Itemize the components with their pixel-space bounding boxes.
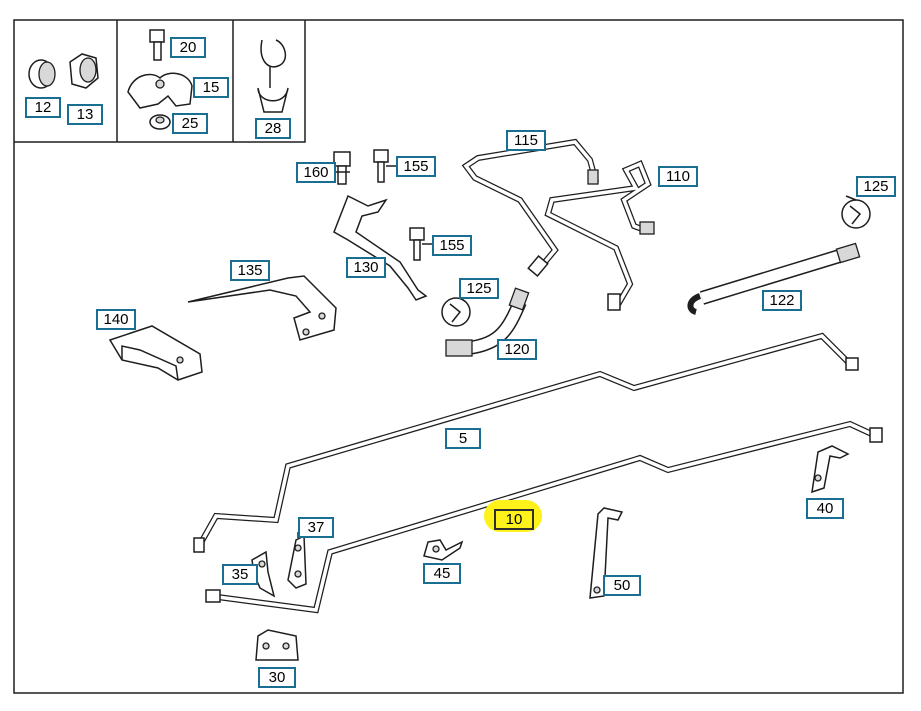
part-140-bracket[interactable] (108, 325, 203, 381)
callout-5[interactable]: 5 (445, 428, 481, 449)
part-125-wrench-symbol-left (441, 297, 471, 327)
callout-20[interactable]: 20 (170, 37, 206, 58)
callout-122[interactable]: 122 (762, 290, 802, 311)
callout-28[interactable]: 28 (255, 118, 291, 139)
part-10-pipe[interactable] (205, 420, 883, 614)
callout-10[interactable]: 10 (494, 509, 534, 530)
part-125-wrench-symbol-right (841, 199, 871, 229)
callout-115[interactable]: 115 (506, 130, 546, 151)
callout-15[interactable]: 15 (193, 77, 229, 98)
callout-50[interactable]: 50 (603, 575, 641, 596)
callout-155-lower[interactable]: 155 (432, 235, 472, 256)
part-30-bracket[interactable] (255, 629, 299, 661)
part-28-clip[interactable] (257, 39, 289, 113)
callout-37[interactable]: 37 (298, 517, 334, 538)
outer-frame (13, 19, 904, 694)
callout-110[interactable]: 110 (658, 166, 698, 187)
part-40-clip[interactable] (811, 445, 850, 494)
part-45-clip[interactable] (423, 539, 464, 561)
callout-135[interactable]: 135 (230, 260, 270, 281)
part-20-bolt[interactable] (149, 29, 165, 61)
part-25-washer[interactable] (149, 114, 171, 130)
part-122-hose[interactable] (687, 242, 861, 315)
part-160-bolt[interactable] (333, 151, 351, 185)
callout-25[interactable]: 25 (172, 113, 208, 134)
callout-30[interactable]: 30 (258, 667, 296, 688)
inset-frame (14, 20, 306, 143)
part-130-bracket[interactable] (333, 194, 428, 301)
part-12-grommet[interactable] (28, 59, 56, 89)
part-135-bracket[interactable] (187, 275, 337, 341)
callout-35[interactable]: 35 (222, 564, 258, 585)
callout-120[interactable]: 120 (497, 339, 537, 360)
part-13-nut[interactable] (69, 53, 99, 89)
part-110-pipe[interactable] (544, 160, 655, 311)
part-15-clamp[interactable] (127, 72, 193, 109)
part-120-hose[interactable] (445, 287, 530, 357)
part-155-bolt-lower[interactable] (409, 227, 425, 261)
part-37-bracket[interactable] (287, 534, 307, 589)
callout-13[interactable]: 13 (67, 104, 103, 125)
callout-45[interactable]: 45 (423, 563, 461, 584)
callout-160[interactable]: 160 (296, 162, 336, 183)
callout-40[interactable]: 40 (806, 498, 844, 519)
callout-125-left[interactable]: 125 (459, 278, 499, 299)
callout-140[interactable]: 140 (96, 309, 136, 330)
part-5-pipe[interactable] (193, 332, 859, 553)
part-115-pipe[interactable] (461, 138, 599, 278)
callout-125-right[interactable]: 125 (856, 176, 896, 197)
callout-12[interactable]: 12 (25, 97, 61, 118)
callout-130[interactable]: 130 (346, 257, 386, 278)
part-155-bolt-upper[interactable] (373, 149, 389, 183)
callout-155-upper[interactable]: 155 (396, 156, 436, 177)
